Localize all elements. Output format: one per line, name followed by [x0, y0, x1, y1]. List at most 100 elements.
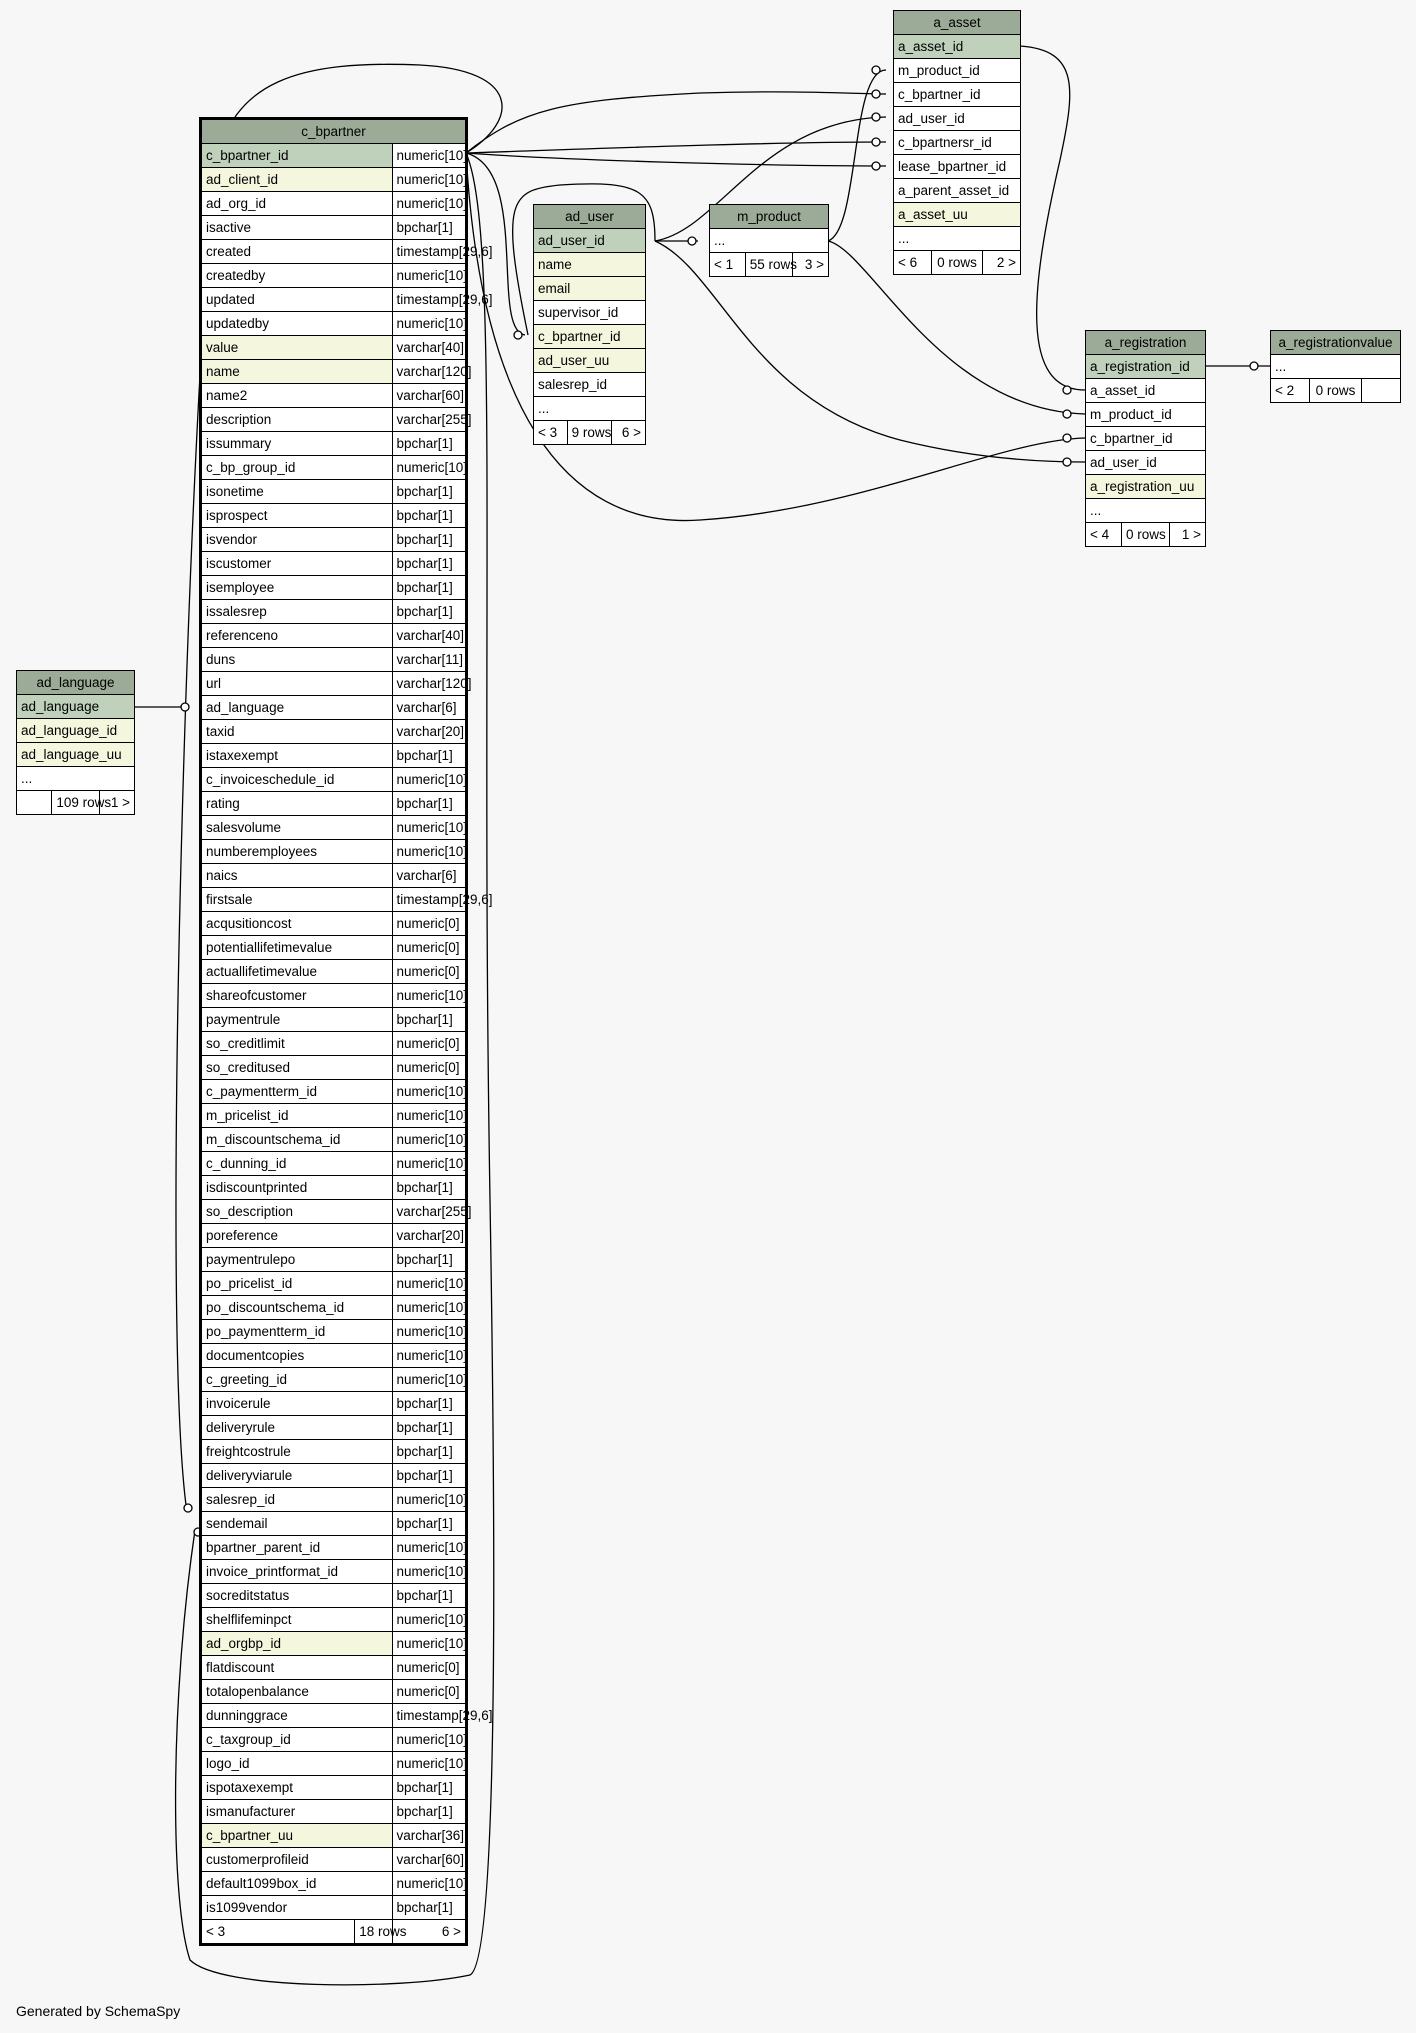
child-count[interactable]: 3 > — [792, 252, 829, 277]
table-header-c_bpartner[interactable]: c_bpartner — [200, 118, 467, 144]
column-row[interactable]: email — [533, 276, 646, 301]
column-row[interactable]: c_bpartner_id — [1084, 426, 1207, 451]
table-header-a_asset[interactable]: a_asset — [893, 10, 1021, 35]
parent-count[interactable]: < 4 — [1085, 522, 1122, 547]
column-row[interactable]: supervisor_id — [533, 300, 646, 325]
table-header-m_product[interactable]: m_product — [709, 204, 829, 229]
column-row[interactable]: ... — [1084, 498, 1207, 523]
column-row[interactable]: m_product_id — [893, 58, 1021, 83]
column-row[interactable]: ... — [16, 766, 135, 791]
parent-count[interactable]: < 3 — [533, 420, 568, 445]
column-row[interactable]: c_bpartnersr_id — [893, 130, 1021, 155]
child-count[interactable]: 2 > — [981, 250, 1021, 275]
column-row[interactable]: a_registration_uu — [1084, 474, 1207, 499]
column-row[interactable]: a_asset_id — [1084, 378, 1207, 403]
child-count[interactable]: 1 > — [1168, 522, 1207, 547]
column-row[interactable]: ... — [533, 396, 646, 421]
column-row[interactable]: m_product_id — [1084, 402, 1207, 427]
parent-count[interactable]: < 3 — [199, 1919, 356, 1945]
column-row[interactable]: a_asset_uu — [893, 202, 1021, 227]
column-row[interactable]: ... — [893, 226, 1021, 251]
column-row[interactable]: a_registration_id — [1084, 354, 1207, 379]
child-count[interactable] — [1360, 378, 1402, 403]
column-row[interactable]: c_bpartner_id — [533, 324, 646, 349]
column-row[interactable]: salesrep_id — [533, 372, 646, 397]
column-row[interactable]: a_parent_asset_id — [893, 178, 1021, 203]
column-row[interactable]: ... — [709, 228, 829, 253]
column-row[interactable]: ... — [1269, 354, 1402, 379]
column-row[interactable]: a_asset_id — [893, 34, 1021, 59]
parent-count[interactable] — [15, 790, 53, 815]
parent-count[interactable]: < 2 — [1270, 378, 1310, 403]
parent-count[interactable]: < 6 — [892, 250, 933, 275]
column-row[interactable]: ad_user_id — [533, 228, 646, 253]
column-row[interactable]: ad_user_id — [1084, 450, 1207, 475]
table-header-a_registration[interactable]: a_registration — [1084, 330, 1207, 355]
child-count[interactable]: 1 > — [98, 790, 135, 815]
column-row[interactable]: ad_language_id — [16, 718, 135, 743]
column-row[interactable]: ad_user_uu — [533, 348, 646, 373]
column-row[interactable]: ad_user_id — [893, 106, 1021, 131]
column-row[interactable]: name — [533, 252, 646, 277]
column-row[interactable]: ad_language — [16, 694, 135, 719]
column-row[interactable]: c_bpartner_id — [893, 82, 1021, 107]
